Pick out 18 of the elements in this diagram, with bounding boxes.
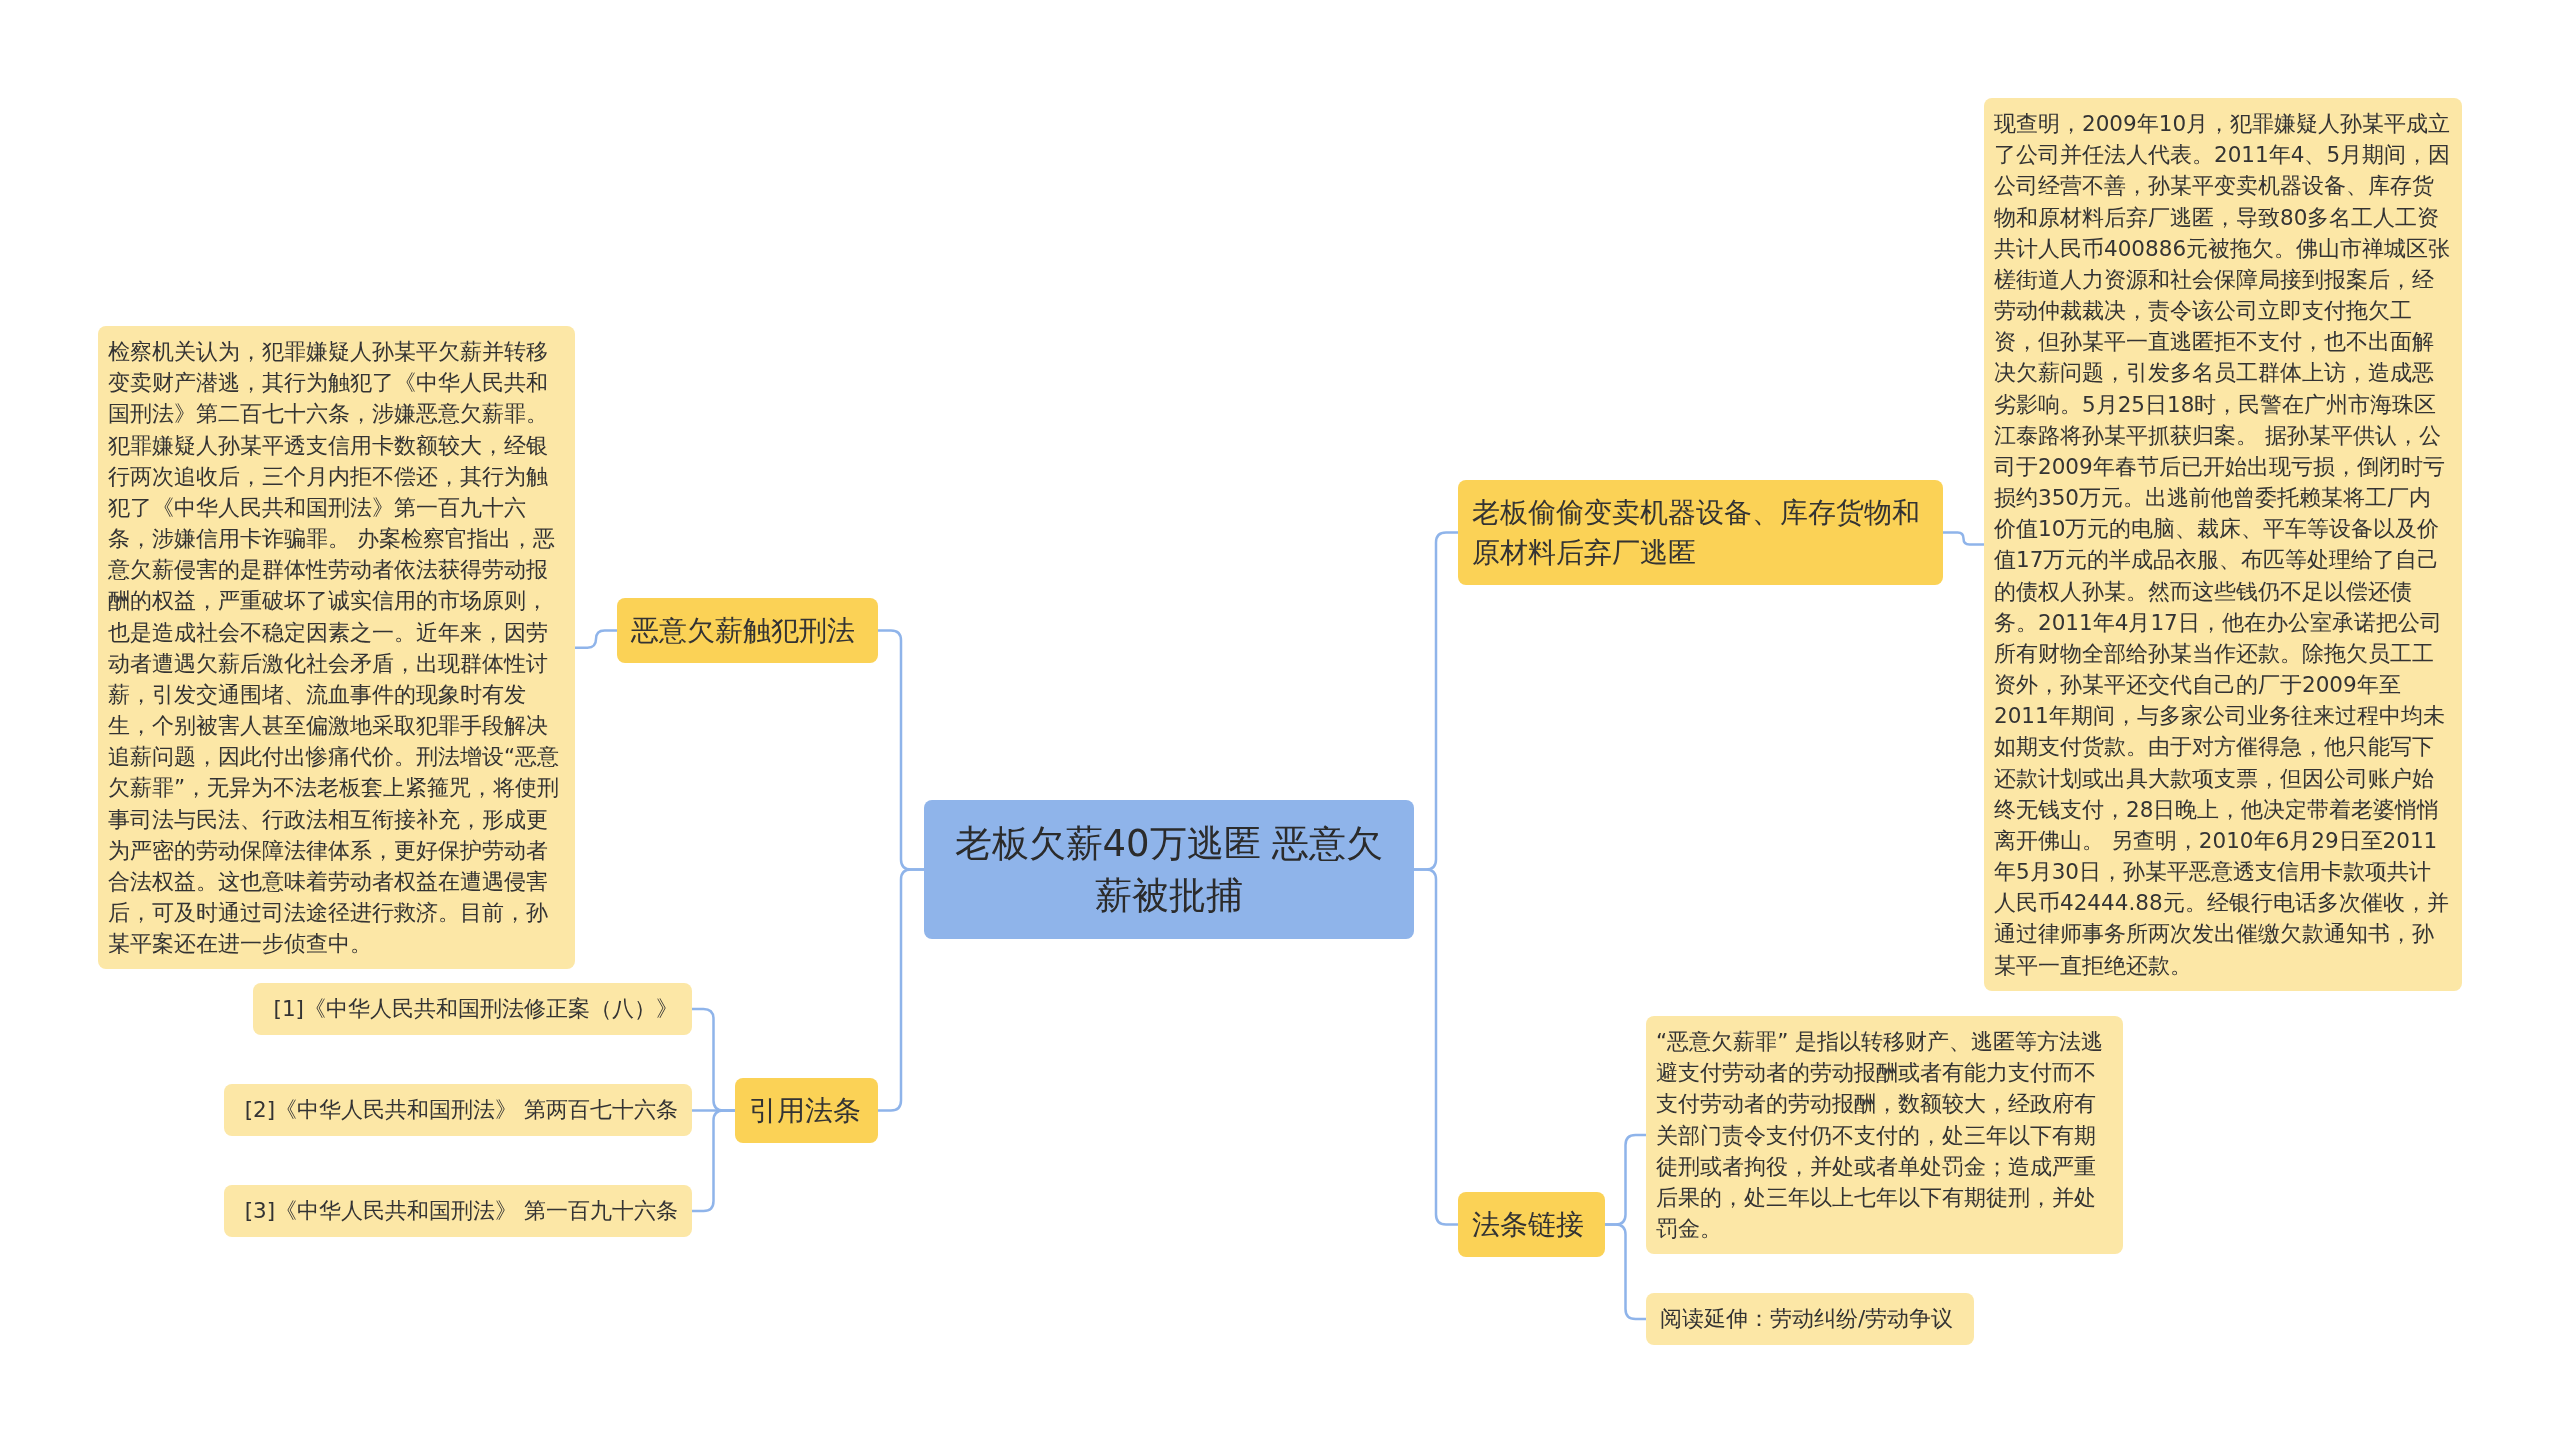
central-topic: 老板欠薪40万逃匿 恶意欠薪被批捕	[924, 800, 1414, 939]
connector-line	[1943, 531, 1984, 546]
subtopic-note: 阅读延伸：劳动纠纷/劳动争议	[1646, 1293, 1974, 1345]
subtopic-note: 现查明，2009年10月，犯罪嫌疑人孙某平成立了公司并任法人代表。2011年4、5月期间，因公司经营不善，孙某平变卖机器设备、库存货物和原材料后弃厂逃匿，导致80多名工人工资共计人民币400886元被拖欠。佛山市禅城区张槎街道人力资源和社会保障局接到报案后，经劳动仲裁裁决，责令该公司立即支付拖欠工资，但孙某平一直逃匿拒不支付，也不出面解决欠薪问题，引发多名员工群体上访，造成恶劣影响。5月25日18时，民警在广州市海珠区江泰路将孙某平抓获归案。 据孙某平供认，公司于2009年春节后已开始出现亏损，倒闭时亏损约350万元。出逃前他曾委托赖某将工厂内价值10万元的电脑、裁床、平车等设备以及价值17万元的半成品衣服、布匹等处理给了自己的债权人孙某。然而这些钱仍不足以偿还债务。2011年4月17日，他在办公室承诺把公司所有财物全部给孙某当作还款。除拖欠员工工资外，孙某平还交代自己的厂于2009年至2011年期间，与多家公司业务往来过程中均未如期支付货款。由于对方催得急，他只能写下还款计划或出具大款项支票，但因公司账户始终无钱支付，28日晚上，他决定带着老婆悄悄离开佛山。 另查明，2010年6月29日至2011年5月30日，孙某平恶意透支信用卡款项共计人民币42444.88元。经银行电话多次催收，并通过律师事务所两次发出催缴欠款通知书，孙某平一直拒绝还款。	[1984, 98, 2462, 991]
subtopic-note: “恶意欠薪罪” 是指以转移财产、逃匿等方法逃避支付劳动者的劳动报酬或者有能力支付而不支付劳动者的劳动报酬，数额较大，经政府有关部门责令支付仍不支付的，处三年以下有期徒刑或者拘役，并处或者单处罚金；造成严重后果的，处三年以上七年以下有期徒刑，并处罚金。	[1646, 1016, 2123, 1255]
subtopic-note: [3]《中华人民共和国刑法》 第一百九十六条	[224, 1185, 692, 1237]
connector-line	[692, 1109, 735, 1213]
connector-line	[1414, 868, 1458, 1226]
branch-topic: 法条链接	[1458, 1192, 1605, 1257]
branch-topic: 引用法条	[735, 1078, 878, 1143]
branch-topic: 老板偷偷变卖机器设备、库存货物和原材料后弃厂逃匿	[1458, 480, 1943, 585]
branch-topic: 恶意欠薪触犯刑法	[617, 598, 878, 663]
connector-line	[1605, 1223, 1646, 1321]
subtopic-note: 检察机关认为，犯罪嫌疑人孙某平欠薪并转移变卖财产潜逃，其行为触犯了《中华人民共和国刑法》第二百七十六条，涉嫌恶意欠薪罪。犯罪嫌疑人孙某平透支信用卡数额较大，经银行两次追收后，三个月内拒不偿还，其行为触犯了《中华人民共和国刑法》第一百九十六条，涉嫌信用卡诈骗罪。 办案检察官指出，恶意欠薪侵害的是群体性劳动者依法获得劳动报酬的权益，严重破坏了诚实信用的市场原则，也是造成社会不稳定因素之一。近年来，因劳动者遭遇欠薪后激化社会矛盾，出现群体性讨薪，引发交通围堵、流血事件的现象时有发生，个别被害人甚至偏激地采取犯罪手段解决追薪问题，因此付出惨痛代价。刑法增设“恶意欠薪罪”，无异为不法老板套上紧箍咒，将使刑事司法与民法、行政法相互衔接补充，形成更为严密的劳动保障法律体系，更好保护劳动者合法权益。这也意味着劳动者权益在遭遇侵害后，可及时通过司法途径进行救济。目前，孙某平案还在进一步侦查中。	[98, 326, 575, 970]
connector-line	[575, 629, 617, 649]
connector-line	[878, 868, 924, 1112]
subtopic-note: [2]《中华人民共和国刑法》 第两百七十六条	[224, 1084, 692, 1136]
subtopic-note: [1]《中华人民共和国刑法修正案（八）》	[253, 983, 692, 1035]
